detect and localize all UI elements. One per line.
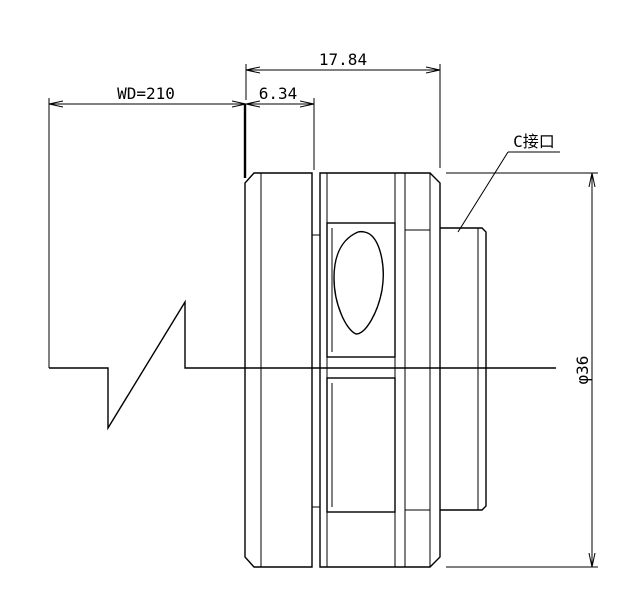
middle-section-outline (319, 172, 441, 568)
dimension-working-distance: WD=210 (48, 84, 246, 368)
dimension-diameter: φ36 (446, 172, 598, 568)
lower-window (326, 377, 396, 513)
working-distance-label: WD=210 (117, 84, 175, 103)
diameter-label: φ36 (573, 356, 592, 385)
optical-axis-break-line (49, 299, 556, 431)
dimension-overall-length: 17.84 (245, 50, 441, 168)
overall-length-label: 17.84 (319, 50, 367, 69)
mount-leader-line (457, 151, 509, 233)
axis-polyline (49, 299, 556, 431)
c-mount-thread-outline (440, 227, 487, 511)
front-offset-label: 6.34 (259, 84, 298, 103)
mount-label: C接口 (513, 132, 555, 151)
front-section-outline (244, 172, 313, 568)
lens-body (244, 172, 487, 568)
dimension-front-offset: 6.34 (246, 84, 315, 170)
focus-knob-shape (333, 230, 384, 335)
upper-window (326, 222, 396, 358)
mount-callout: C接口 (457, 132, 560, 233)
